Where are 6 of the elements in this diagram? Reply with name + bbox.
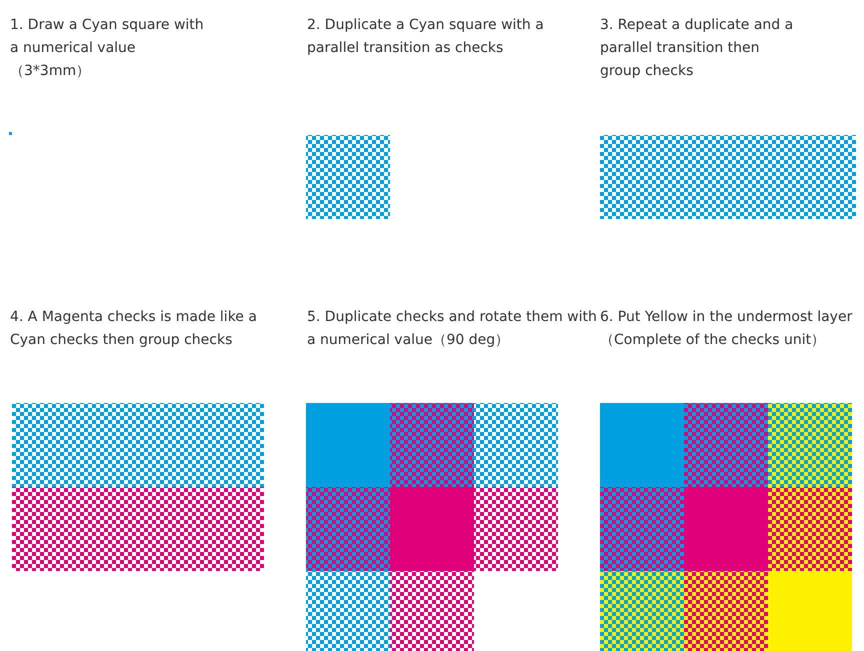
step-caption: 5. Duplicate checks and rotate them with a numerical value（90 deg） (307, 308, 597, 350)
step-caption: 4. A Magenta checks is made like a Cyan checks then group checks (10, 308, 258, 350)
step-caption: 2. Duplicate a Cyan square with a parallel transition as checks (307, 16, 545, 58)
step-caption: 3. Repeat a duplicate and a parallel transition then group checks (600, 16, 794, 81)
step-caption: 6. Put Yellow in the undermost layer （Complete of the checks unit） (600, 308, 854, 350)
step-caption: 1. Draw a Cyan square with a numerical value （3*3mm） (10, 16, 205, 81)
